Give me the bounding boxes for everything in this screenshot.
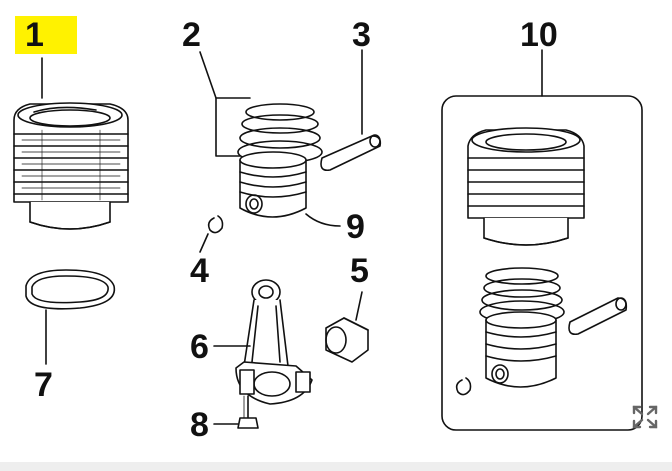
kit-piston-part[interactable] <box>485 311 557 388</box>
callout-2: 2 <box>182 16 201 54</box>
connecting-rod-part[interactable] <box>235 279 313 405</box>
gasket-part[interactable] <box>25 269 116 310</box>
callout-1: 1 <box>25 16 44 54</box>
leader-line-2 <box>215 97 251 157</box>
bushing-part[interactable] <box>325 317 369 363</box>
callout-8: 8 <box>190 406 209 444</box>
callout-7: 7 <box>34 366 53 404</box>
piston-pin-part[interactable] <box>320 134 382 172</box>
circlip-part[interactable] <box>207 215 224 234</box>
cylinder-part[interactable] <box>13 102 129 230</box>
footer-strip <box>0 462 672 471</box>
kit-piston-rings-part[interactable] <box>479 267 565 324</box>
leader-line-2b <box>199 51 217 99</box>
leader-line-5 <box>355 291 363 321</box>
callout-6: 6 <box>190 328 209 366</box>
leader-line-4 <box>199 233 209 253</box>
callout-9: 9 <box>346 208 365 246</box>
kit-cylinder-part[interactable] <box>467 127 585 246</box>
callout-4: 4 <box>190 252 209 290</box>
bolt-part[interactable] <box>237 395 259 429</box>
callout-10: 10 <box>520 16 558 54</box>
callout-3: 3 <box>352 16 371 54</box>
callout-5: 5 <box>350 252 369 290</box>
piston-part[interactable] <box>239 151 307 218</box>
kit-circlip-part[interactable] <box>455 377 472 396</box>
expand-arrows-icon[interactable] <box>630 403 660 431</box>
leader-line-9 <box>305 213 341 227</box>
kit-piston-pin-part[interactable] <box>568 297 628 336</box>
callout-highlight <box>15 16 77 54</box>
